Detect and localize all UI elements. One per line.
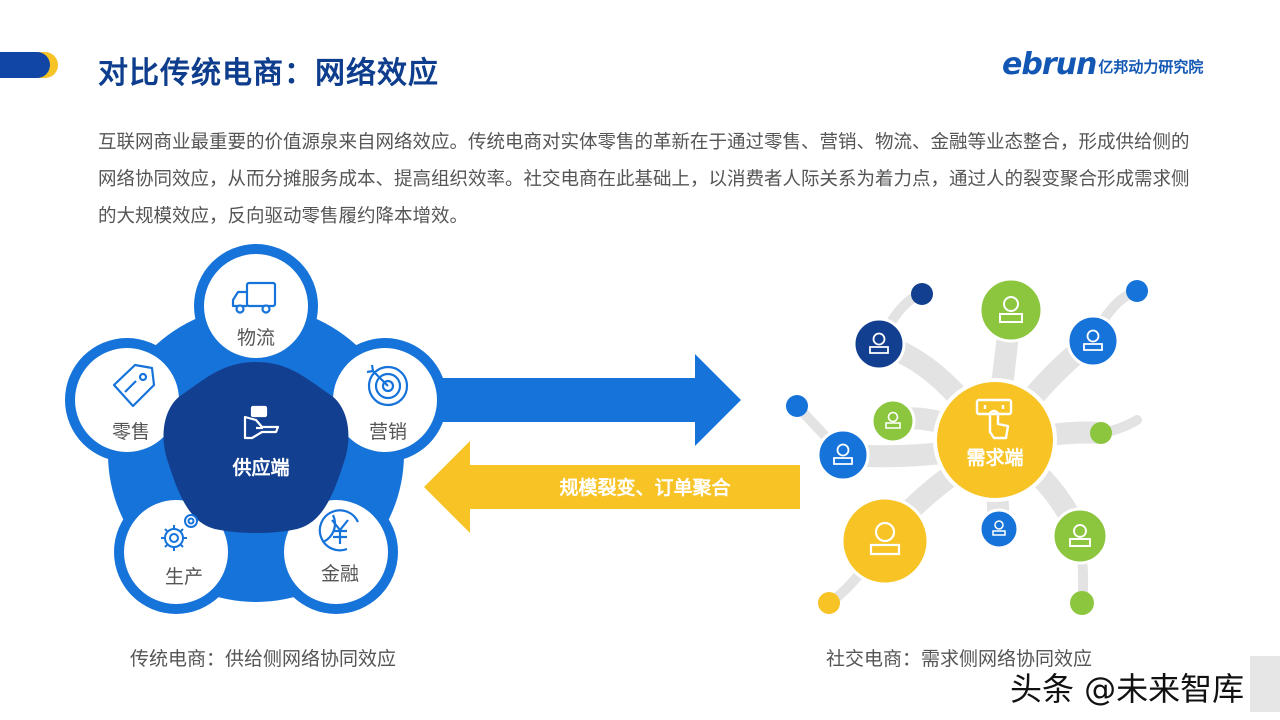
user-node xyxy=(852,317,906,371)
back-arrow: 规模裂变、订单聚合 xyxy=(424,441,800,533)
truck-icon xyxy=(231,281,277,314)
production-label: 生产 xyxy=(165,566,203,588)
yuan-icon xyxy=(318,509,359,552)
back-arrow-label: 规模裂变、订单聚合 xyxy=(559,476,731,499)
demand-network: 需求端 xyxy=(786,277,1148,615)
demand-dot xyxy=(786,395,808,417)
title-accent-bar xyxy=(0,52,58,78)
user-node xyxy=(1051,507,1109,565)
page-title: 对比传统电商：网络效应 xyxy=(98,56,439,91)
demand-caption: 社交电商：需求侧网络协同效应 xyxy=(826,648,1093,670)
supply-center xyxy=(163,362,349,533)
logistics-label: 物流 xyxy=(237,327,275,349)
watermark: 头条 @未来智库 xyxy=(1010,656,1280,712)
user-icon xyxy=(885,411,901,429)
supply-network: 物流 营销 金融 生产 零售 供应端 xyxy=(65,244,447,614)
user-icon xyxy=(869,521,901,556)
user-icon xyxy=(833,443,853,465)
finance-label: 金融 xyxy=(321,563,359,585)
user-icon xyxy=(869,332,889,354)
target-icon xyxy=(366,364,409,407)
user-node xyxy=(840,496,930,586)
touch-icon xyxy=(975,398,1013,440)
gears-icon xyxy=(161,514,198,551)
user-icon xyxy=(992,520,1006,536)
production-node xyxy=(124,500,228,604)
finance-node xyxy=(284,500,388,604)
watermark-background xyxy=(1250,656,1280,712)
user-icon xyxy=(999,296,1023,323)
brand-logo: ebrun 亿邦动力研究院 xyxy=(1002,50,1203,80)
demand-dot xyxy=(1090,422,1112,444)
demand-center xyxy=(933,378,1057,502)
supply-caption: 传统电商：供给侧网络协同效应 xyxy=(130,648,397,670)
demand-dot xyxy=(1126,280,1148,302)
user-node xyxy=(978,508,1020,550)
demand-dot xyxy=(1070,591,1094,615)
supply-center-label: 供应端 xyxy=(231,456,289,479)
user-icon xyxy=(1083,329,1103,351)
user-node xyxy=(870,398,916,444)
marketing-node xyxy=(333,348,437,452)
hand-card-icon xyxy=(243,405,280,440)
user-node xyxy=(978,277,1044,343)
demand-dot xyxy=(911,283,933,305)
intro-paragraph: 互联网商业最重要的价值源泉来自网络效应。传统电商对实体零售的革新在于通过零售、营… xyxy=(98,132,1190,227)
forward-arrow xyxy=(437,354,741,446)
demand-dot xyxy=(818,592,840,614)
user-icon xyxy=(1069,524,1091,547)
brand-logo-text: ebrun xyxy=(1002,47,1097,82)
retail-label: 零售 xyxy=(112,421,150,443)
tag-icon xyxy=(112,363,156,408)
user-node xyxy=(816,428,870,482)
marketing-label: 营销 xyxy=(369,421,407,443)
user-node xyxy=(1066,314,1120,368)
watermark-text: 头条 @未来智库 xyxy=(1010,670,1245,708)
brand-name: 亿邦动力研究院 xyxy=(1098,58,1204,76)
demand-center-label: 需求端 xyxy=(966,446,1023,469)
